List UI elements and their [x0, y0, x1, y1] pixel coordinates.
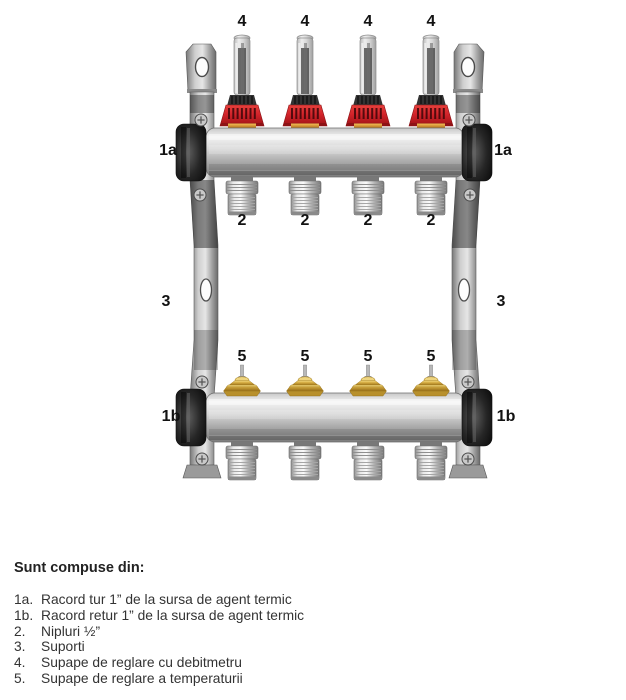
legend-item-text: Racord tur 1” de la sursa de agent termi…	[41, 592, 292, 607]
thermo-valve-1	[223, 364, 261, 397]
bracket-mount-hole	[194, 56, 210, 78]
bracket-screw	[463, 188, 477, 202]
callout-thermo-valve-3: 5	[363, 348, 373, 365]
callout-thermo-valve-2: 5	[300, 348, 310, 365]
legend-item-4: 4. Supape de reglare cu debitmetru	[14, 655, 304, 671]
bracket-slot-hole	[457, 278, 471, 302]
callout-nipple-4: 2	[426, 212, 436, 229]
manifold-illustration	[175, 34, 493, 481]
nipple-3	[351, 176, 385, 216]
bracket-screw	[461, 375, 475, 389]
legend-item-text: Supape de reglare cu debitmetru	[41, 655, 242, 671]
bracket-screw	[462, 113, 476, 127]
thermo-valve-4	[412, 364, 450, 397]
callout-nipple-1: 2	[237, 212, 247, 229]
legend-item-number: 4.	[14, 655, 26, 671]
legend-item-text: Nipluri ½”	[41, 623, 101, 639]
supply-end-cap-left	[175, 123, 207, 182]
manifold-figure: 4 4 4 4 1a 1a 2 2 2 2 3 3 5 5 5 5 1b 1b	[159, 13, 516, 481]
component-legend: Sunt compuse din: 1a. Racord tur 1” de l…	[14, 560, 304, 687]
callout-return-right: 1b	[496, 408, 516, 425]
legend-heading: Sunt compuse din:	[14, 560, 145, 576]
callout-nipple-2: 2	[300, 212, 310, 229]
flow-meter-3	[345, 34, 391, 129]
bracket-screw	[195, 452, 209, 466]
callout-flow-valve-4: 4	[426, 13, 436, 30]
nipple-5	[225, 441, 259, 481]
callout-flow-valve-2: 4	[300, 13, 310, 30]
flow-meter-4	[408, 34, 454, 129]
legend-item-number: 1b.	[14, 607, 34, 623]
thermo-valve-3	[349, 364, 387, 397]
right-bracket	[448, 43, 488, 479]
legend-item-number: 2.	[14, 623, 26, 639]
legend-item-number: 3.	[14, 639, 26, 655]
callout-supply-right: 1a	[494, 142, 512, 159]
legend-item-1b: 1b. Racord retur 1” de la sursa de agent…	[14, 608, 304, 624]
legend-items: 1a. Racord tur 1” de la sursa de agent t…	[14, 592, 304, 687]
flow-meter-2	[282, 34, 328, 129]
bracket-screw	[193, 188, 207, 202]
bracket-mount-hole	[460, 56, 476, 78]
supply-end-cap-right	[461, 123, 493, 182]
nipple-2	[288, 176, 322, 216]
callout-nipple-3: 2	[363, 212, 373, 229]
legend-item-number: 5.	[14, 670, 26, 686]
bracket-screw	[461, 452, 475, 466]
callout-return-left: 1b	[161, 408, 181, 425]
return-manifold-bar	[205, 392, 465, 443]
callout-bracket-right: 3	[496, 293, 506, 310]
legend-item-text: Racord retur 1” de la sursa de agent ter…	[41, 607, 305, 623]
legend-item-text: Suporti	[41, 639, 85, 655]
nipple-1	[225, 176, 259, 216]
legend-item-text: Supape de reglare a temperaturii	[41, 670, 243, 686]
thermo-valve-2	[286, 364, 324, 397]
callout-flow-valve-3: 4	[363, 13, 373, 30]
callout-supply-left: 1a	[159, 142, 177, 159]
callout-flow-valve-1: 4	[237, 13, 247, 30]
bracket-screw	[194, 113, 208, 127]
nipple-4	[414, 176, 448, 216]
legend-item-number: 1a.	[14, 592, 34, 607]
nipple-6	[288, 441, 322, 481]
callout-thermo-valve-1: 5	[237, 348, 247, 365]
nipple-8	[414, 441, 448, 481]
nipple-7	[351, 441, 385, 481]
legend-item-2: 2. Nipluri ½”	[14, 624, 304, 640]
legend-item-1a: 1a. Racord tur 1” de la sursa de agent t…	[14, 592, 304, 608]
flow-meter-1	[219, 34, 265, 129]
bracket-screw	[195, 375, 209, 389]
bracket-slot-hole	[199, 278, 213, 302]
callout-bracket-left: 3	[161, 293, 171, 310]
left-bracket	[182, 43, 222, 479]
return-end-cap-right	[461, 388, 493, 447]
legend-item-3: 3. Suporti	[14, 639, 304, 655]
legend-item-5: 5. Supape de reglare a temperaturii	[14, 671, 304, 687]
callout-thermo-valve-4: 5	[426, 348, 436, 365]
supply-manifold-bar	[205, 127, 465, 178]
